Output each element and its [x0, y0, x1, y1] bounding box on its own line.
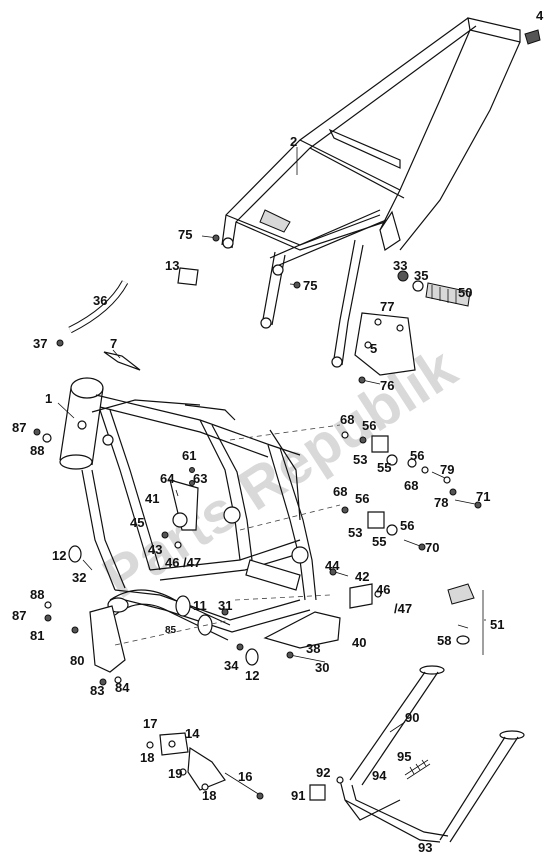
label-79: 79: [440, 462, 454, 477]
label-34: 34: [224, 658, 239, 673]
label-14: 14: [185, 726, 200, 741]
hose-part-36: [68, 280, 129, 334]
label-16: 16: [238, 769, 252, 784]
label-75-upper: 75: [178, 227, 192, 242]
label-17: 17: [143, 716, 157, 731]
label-68-a: 68: [340, 412, 354, 427]
label-53-a: 53: [353, 452, 367, 467]
label-92: 92: [316, 765, 330, 780]
label-43: 43: [148, 542, 162, 557]
label-45: 45: [130, 515, 144, 530]
label-88-upper: 88: [30, 443, 44, 458]
label-76: 76: [380, 378, 394, 393]
label-83: 83: [90, 683, 104, 698]
side-stand-parts: [146, 732, 264, 800]
part-number-labels: 2 4 75 13 75 33 35 50 36 77 37 7 5 76 1 …: [12, 8, 544, 855]
label-41: 41: [145, 491, 159, 506]
label-87-upper: 87: [12, 420, 26, 435]
label-47-right: /47: [394, 601, 412, 616]
label-80: 80: [70, 653, 84, 668]
label-55-b: 55: [372, 534, 386, 549]
label-12-lower: 12: [245, 668, 259, 683]
clip-part-13: [177, 267, 199, 286]
label-70: 70: [425, 540, 439, 555]
label-94: 94: [372, 768, 387, 783]
bushing-parts-11-31: [175, 594, 331, 666]
label-81: 81: [30, 628, 44, 643]
cap-part-4: [524, 29, 541, 45]
left-parts-87-88-12-32: [33, 428, 93, 634]
label-68-c: 68: [333, 484, 347, 499]
rear-subframe: [221, 17, 521, 368]
bushing-group-lower: [239, 504, 426, 551]
guard-part-80: [89, 605, 231, 686]
label-33: 33: [393, 258, 407, 273]
label-56-d: 56: [400, 518, 414, 533]
label-51: 51: [490, 617, 504, 632]
label-32: 32: [72, 570, 86, 585]
label-1: 1: [45, 391, 52, 406]
label-37: 37: [33, 336, 47, 351]
label-84: 84: [115, 680, 130, 695]
label-77: 77: [380, 299, 394, 314]
label-87-lower: 87: [12, 608, 26, 623]
label-58: 58: [437, 633, 451, 648]
label-11: 11: [193, 598, 207, 613]
label-44: 44: [325, 558, 340, 573]
main-stand-part-90: [309, 665, 525, 843]
label-63: 63: [193, 471, 207, 486]
label-13: 13: [165, 258, 179, 273]
label-53-b: 53: [348, 525, 362, 540]
label-4: 4: [536, 8, 544, 23]
bracket-part-7: [103, 351, 141, 371]
main-frame: [59, 377, 317, 633]
label-56-a: 56: [362, 418, 376, 433]
label-68-b: 68: [404, 478, 418, 493]
label-36: 36: [93, 293, 107, 308]
label-61: 61: [182, 448, 196, 463]
label-46-left: 46: [165, 555, 179, 570]
bushing-group-upper: [229, 424, 482, 509]
footrest-part-40: [263, 568, 382, 663]
label-31: 31: [218, 598, 232, 613]
callout-lines: [57, 147, 486, 733]
label-85: 85: [165, 625, 177, 636]
label-91: 91: [291, 788, 305, 803]
pad-part-51: [447, 583, 484, 655]
label-56-c: 56: [355, 491, 369, 506]
label-55-a: 55: [377, 460, 391, 475]
bolt-part-75: [201, 234, 301, 289]
label-38: 38: [306, 641, 320, 656]
label-7: 7: [110, 336, 117, 351]
bolt-part-76: [358, 376, 381, 385]
part-37: [56, 339, 64, 347]
footpeg-part-50: [397, 270, 471, 307]
label-64: 64: [160, 471, 175, 486]
label-56-b: 56: [410, 448, 424, 463]
label-30: 30: [315, 660, 329, 675]
label-19: 19: [168, 766, 182, 781]
label-5: 5: [370, 341, 377, 356]
part-61-63-64: [189, 467, 195, 486]
label-46-right: 46: [376, 582, 390, 597]
label-35: 35: [414, 268, 428, 283]
label-88-lower: 88: [30, 587, 44, 602]
label-71: 71: [476, 489, 490, 504]
label-90: 90: [405, 710, 419, 725]
label-2: 2: [290, 134, 297, 149]
label-78: 78: [434, 495, 448, 510]
label-75-lower: 75: [303, 278, 317, 293]
label-47-left: /47: [183, 555, 201, 570]
label-18-lower: 18: [202, 788, 216, 803]
label-40: 40: [352, 635, 366, 650]
label-50: 50: [458, 285, 472, 300]
plate-part-5: [354, 312, 416, 376]
label-12-upper: 12: [52, 548, 66, 563]
label-42: 42: [355, 569, 369, 584]
label-18-upper: 18: [140, 750, 154, 765]
label-95: 95: [397, 749, 411, 764]
label-93: 93: [418, 840, 432, 855]
